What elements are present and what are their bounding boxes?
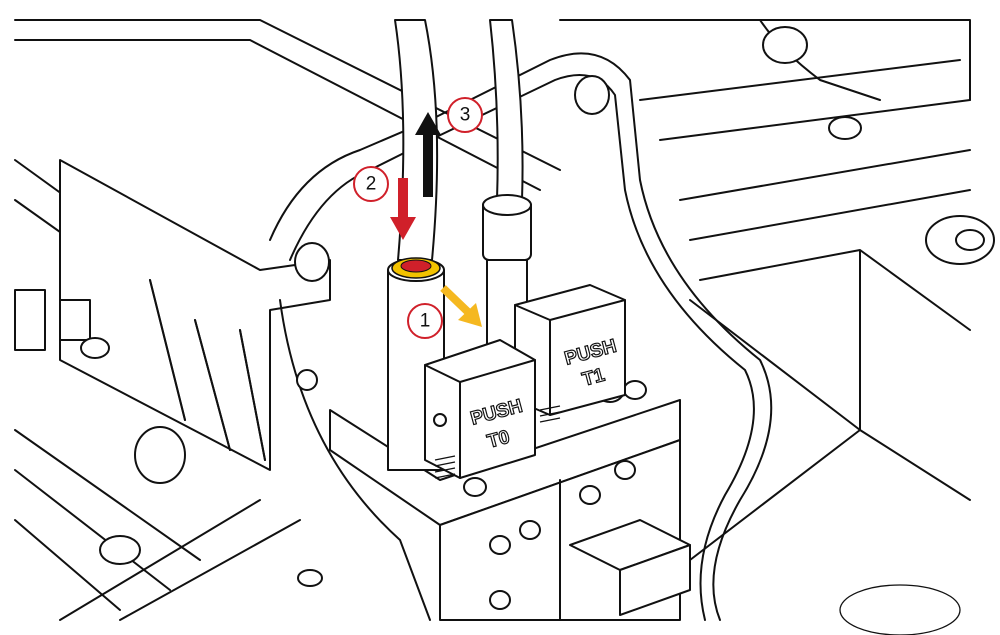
callout-1-number: 1	[420, 311, 431, 332]
step2-down-arrow	[390, 178, 416, 240]
collet-inner	[400, 259, 432, 273]
callout-3-number: 3	[460, 105, 471, 126]
left-housing	[14, 159, 331, 484]
step3-up-arrow	[415, 112, 441, 197]
push-t0-button: PUSH T0	[424, 339, 536, 479]
callout-2: 2	[353, 166, 389, 202]
collet	[391, 257, 441, 279]
callout-2-number: 2	[366, 174, 377, 195]
callout-1: 1	[407, 303, 443, 339]
step1-diagonal-arrow	[440, 285, 482, 327]
callout-3: 3	[447, 97, 483, 133]
push-t1-button: PUSH T1	[514, 284, 626, 423]
step-arrows	[390, 112, 482, 327]
